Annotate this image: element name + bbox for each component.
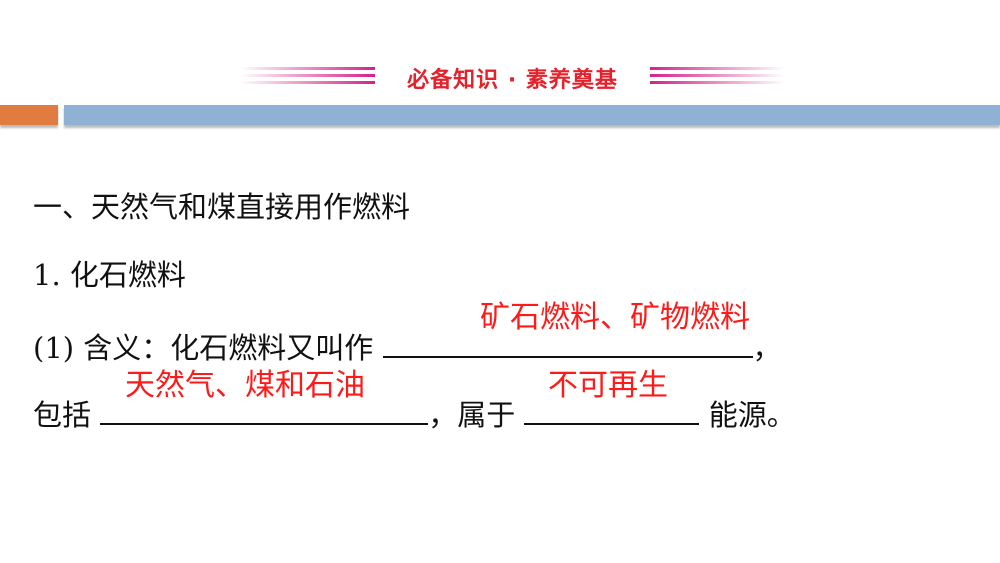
includes-middle: ，属于 (428, 398, 516, 432)
blank-category (524, 401, 700, 425)
header-bar (64, 105, 1000, 125)
subheading: 1. 化石燃料 (33, 258, 186, 292)
banner-decor-lines-right (650, 67, 785, 87)
answer-includes: 天然气、煤和石油 (125, 368, 365, 403)
answer-alias: 矿石燃料、矿物燃料 (480, 300, 750, 335)
banner-title: 必备知识 · 素养奠基 (407, 68, 618, 93)
includes-suffix: 能源。 (708, 398, 796, 432)
definition-suffix: ， (752, 331, 782, 365)
section-banner: 必备知识 · 素养奠基 (240, 60, 785, 94)
answer-category: 不可再生 (548, 368, 668, 403)
header-bar-accent (0, 105, 58, 125)
definition-line: (1) 含义：化石燃料又叫作 ， (33, 325, 782, 367)
definition-prefix: (1) 含义：化石燃料又叫作 (33, 331, 374, 365)
section-heading: 一、天然气和煤直接用作燃料 (33, 190, 411, 224)
blank-includes (100, 401, 429, 425)
includes-prefix: 包括 (33, 398, 92, 432)
includes-line: 包括 ，属于 能源。 (33, 392, 796, 434)
blank-alias (382, 334, 753, 358)
banner-decor-lines-left (240, 67, 375, 87)
